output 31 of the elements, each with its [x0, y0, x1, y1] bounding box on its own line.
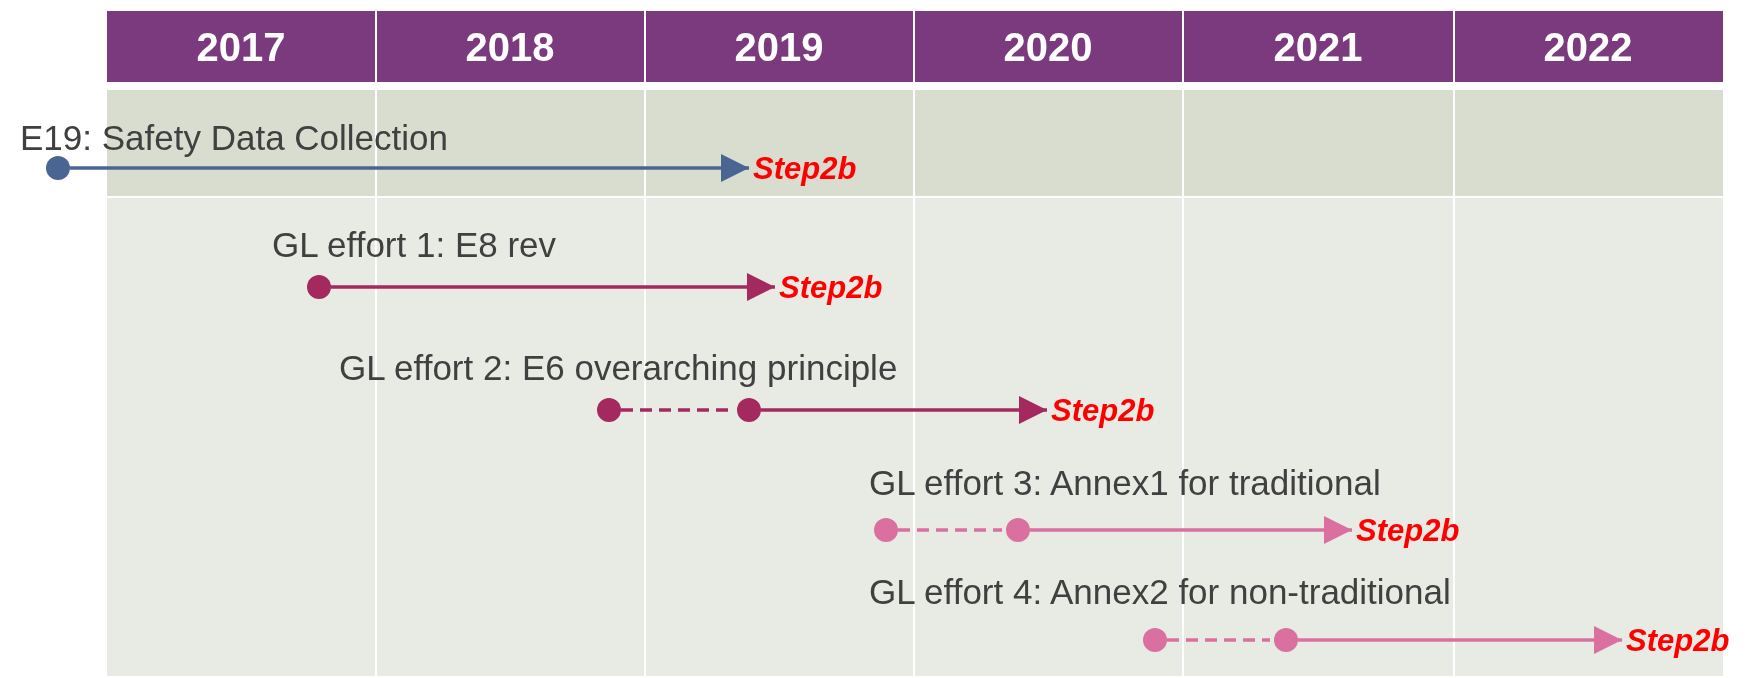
start-dot	[307, 275, 331, 299]
arrow	[1030, 516, 1352, 544]
start-dot	[1006, 518, 1030, 542]
milestone-label: Step2b	[753, 152, 857, 184]
task-title: GL effort 2: E6 overarching principle	[339, 349, 898, 385]
arrow	[331, 273, 775, 301]
task-title: GL effort 1: E8 rev	[272, 226, 557, 262]
connector-line	[1167, 638, 1270, 642]
year-label: 2019	[734, 27, 824, 67]
start-dot	[46, 156, 70, 180]
start-dot	[874, 518, 898, 542]
year-label: 2022	[1543, 27, 1633, 67]
milestone-label: Step2b	[1626, 624, 1730, 656]
year-label: 2021	[1273, 27, 1363, 67]
task-title: GL effort 3: Annex1 for traditional	[869, 464, 1381, 500]
milestone-label: Step2b	[1356, 514, 1460, 546]
start-dot	[1274, 628, 1298, 652]
year-label: 2020	[1003, 27, 1093, 67]
start-dot	[597, 398, 621, 422]
arrow	[1298, 626, 1622, 654]
task-title: E19: Safety Data Collection	[20, 119, 448, 155]
connector-line	[898, 528, 1002, 532]
milestone-label: Step2b	[1051, 394, 1155, 426]
year-label: 2017	[196, 27, 286, 67]
start-dot	[737, 398, 761, 422]
arrow	[70, 154, 749, 182]
milestone-label: Step2b	[779, 271, 883, 303]
arrow	[761, 396, 1047, 424]
start-dot	[1143, 628, 1167, 652]
year-label: 2018	[465, 27, 555, 67]
task-title: GL effort 4: Annex2 for non-traditional	[869, 573, 1451, 609]
